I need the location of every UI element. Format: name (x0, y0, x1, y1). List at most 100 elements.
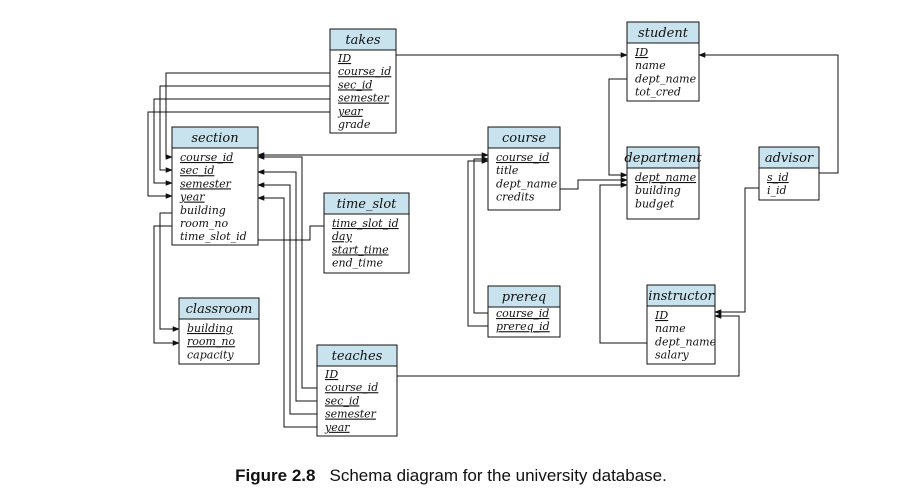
table-body (178, 318, 260, 365)
attribute: room_no (180, 217, 229, 230)
primary-key-attribute: ID (654, 309, 668, 322)
primary-key-attribute: course_id (338, 65, 391, 78)
table-time-slot: time_slot time_slot_iddaystart_timeend_ti… (323, 192, 410, 274)
table-advisor: advisor s_idi_id (758, 146, 820, 201)
table-body (487, 306, 561, 338)
table-title: takes (345, 33, 381, 48)
table-title: classroom (186, 302, 253, 317)
relationship-line (397, 313, 740, 377)
attribute: name (655, 322, 686, 335)
relationship-line (599, 182, 647, 344)
relationship-line (714, 187, 759, 315)
primary-key-attribute: room_no (187, 335, 236, 348)
primary-key-attribute: year (324, 421, 350, 434)
primary-key-attribute: semester (180, 177, 232, 190)
relationship-line (159, 212, 180, 332)
relationship-line (153, 98, 330, 186)
primary-key-attribute: semester (338, 92, 390, 105)
relationship-line (147, 111, 330, 199)
relationship-line (258, 225, 324, 241)
attribute: title (496, 164, 519, 177)
attribute: dept_name (655, 335, 717, 348)
primary-key-attribute: course_id (496, 307, 549, 320)
table-title: section (191, 131, 238, 146)
table-title: course (502, 131, 546, 146)
primary-key-attribute: sec_id (338, 78, 372, 91)
attribute: i_id (767, 184, 787, 197)
primary-key-attribute: s_id (767, 171, 789, 184)
attribute: end_time (332, 257, 384, 270)
table-title: prereq (502, 290, 546, 305)
figure-label: Figure 2.8 (235, 466, 316, 485)
primary-key-attribute: semester (325, 408, 377, 421)
primary-key-attribute: ID (634, 46, 648, 59)
primary-key-attribute: course_id (325, 381, 378, 394)
relationship-line (698, 52, 839, 174)
attribute: dept_name (635, 72, 697, 85)
relationship-line (257, 154, 317, 389)
attribute: dept_name (496, 177, 558, 190)
table-title: teaches (332, 349, 383, 364)
primary-key-attribute: course_id (496, 151, 549, 164)
attribute: credits (496, 191, 535, 204)
primary-key-attribute: sec_id (325, 394, 359, 407)
table-body (329, 49, 397, 134)
table-title: instructor (648, 289, 714, 304)
primary-key-attribute: building (187, 322, 233, 335)
relationship-line (165, 72, 330, 160)
primary-key-attribute: year (179, 191, 205, 204)
table-title: time_slot (337, 197, 398, 212)
table-title: advisor (765, 151, 814, 166)
table-body (646, 305, 716, 365)
table-body (487, 147, 561, 211)
figure-caption-text: Schema diagram for the university databa… (329, 466, 667, 485)
primary-key-attribute: day (332, 230, 353, 243)
attribute: tot_cred (635, 86, 681, 99)
relationship-line (257, 182, 317, 415)
attribute: budget (635, 197, 675, 210)
table-section: section course_idsec_idsemesteryearbuildi… (171, 126, 259, 246)
primary-key-attribute: ID (324, 368, 338, 381)
table-body (626, 42, 700, 102)
relationship-line (257, 169, 317, 402)
relationship-line (153, 225, 180, 346)
table-title: student (638, 26, 689, 41)
table-body (323, 213, 410, 274)
primary-key-attribute: dept_name (635, 171, 697, 184)
primary-key-attribute: course_id (180, 151, 233, 164)
relationship-line (473, 156, 489, 314)
table-body (171, 147, 259, 246)
attribute: capacity (187, 348, 234, 361)
table-title: department (624, 151, 702, 166)
primary-key-attribute: ID (337, 52, 351, 65)
attribute: building (180, 204, 226, 217)
primary-key-attribute: start_time (332, 243, 389, 256)
relationship-line (467, 158, 489, 327)
primary-key-attribute: prereq_id (496, 320, 550, 333)
table-body (316, 365, 398, 437)
primary-key-attribute: time_slot_id (332, 217, 399, 230)
table-body (758, 167, 820, 201)
relationship-lines (147, 52, 839, 428)
attribute: time_slot_id (180, 230, 247, 243)
relationship-line (159, 85, 330, 173)
attribute: salary (655, 349, 690, 362)
attribute: building (635, 184, 681, 197)
table-body (626, 167, 700, 220)
primary-key-attribute: sec_id (180, 164, 214, 177)
relationship-line (608, 78, 628, 178)
primary-key-attribute: year (337, 105, 363, 118)
tables: takesIDcourse_idsec_idsemesteryeargrades… (171, 21, 820, 437)
attribute: grade (338, 118, 371, 131)
relationship-line (257, 195, 317, 428)
relationship-line (560, 177, 628, 190)
